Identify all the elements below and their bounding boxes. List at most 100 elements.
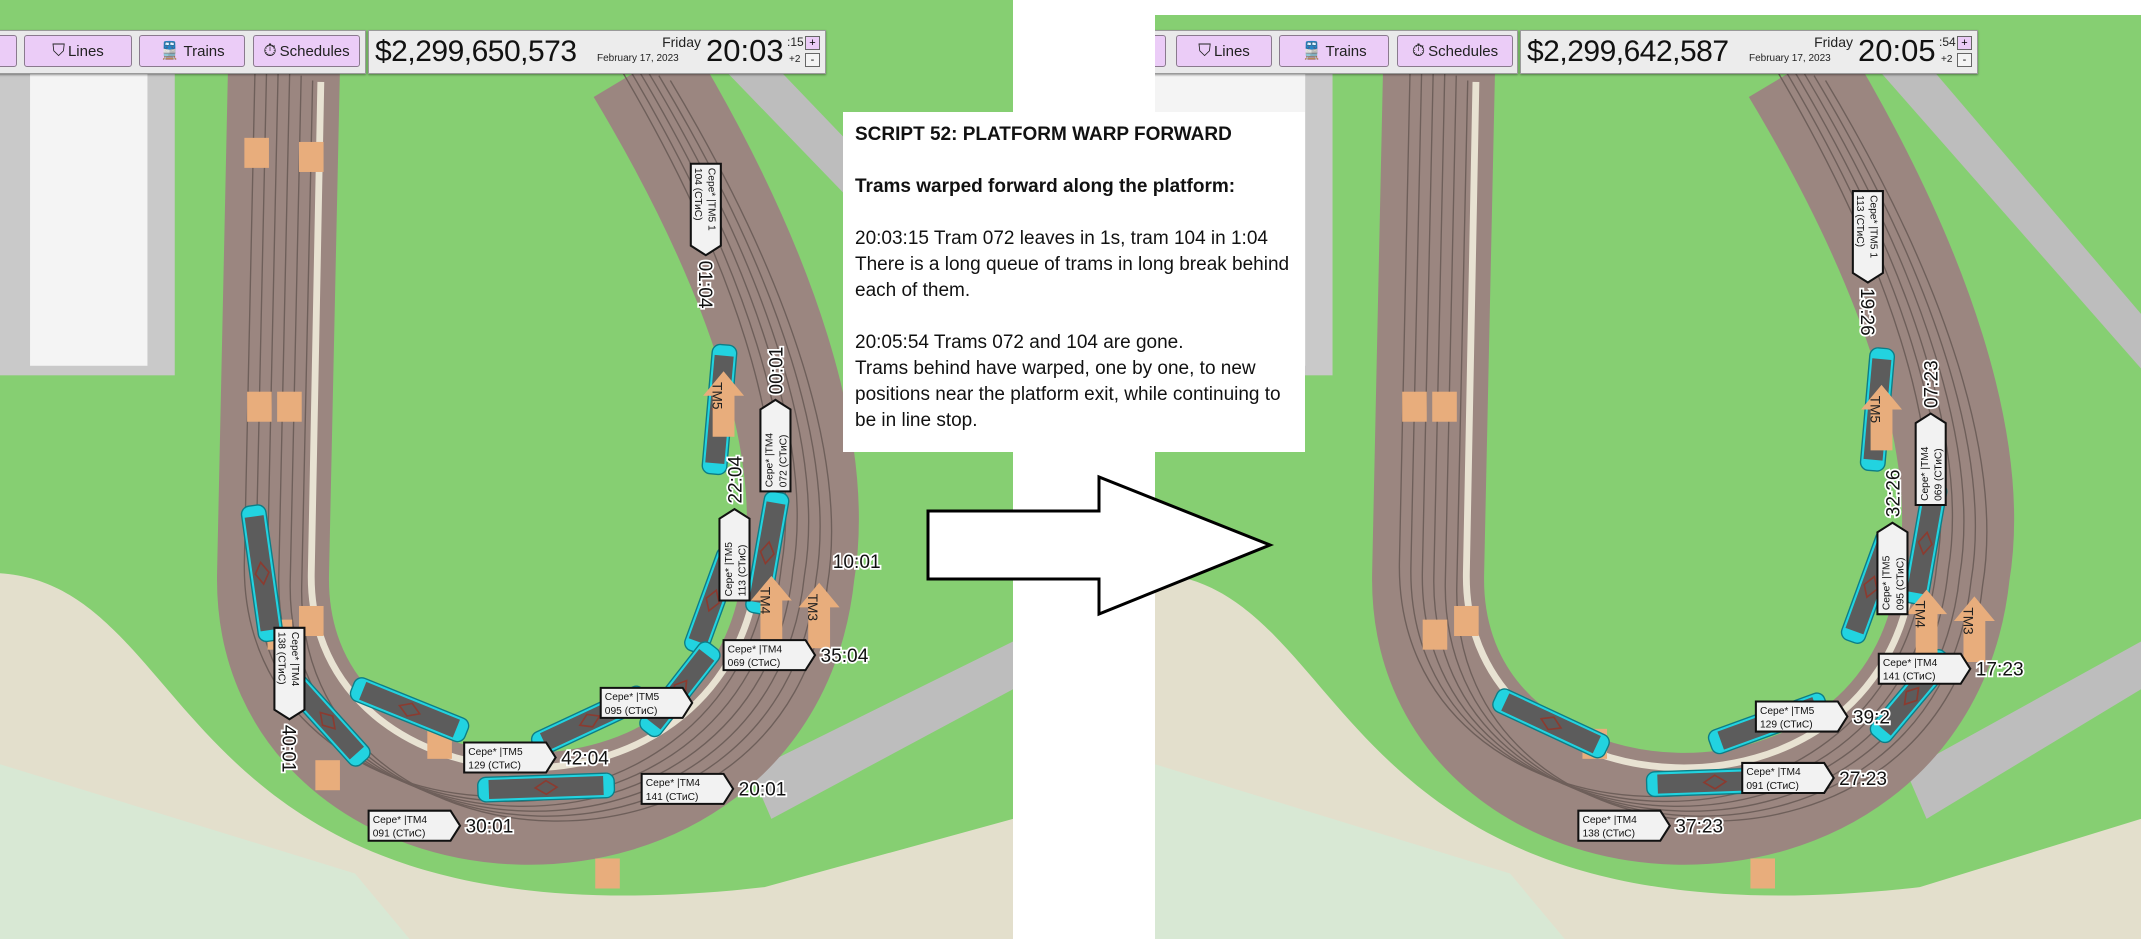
tag-line: Cepe* |TM4	[1920, 446, 1931, 501]
tram[interactable]	[348, 675, 471, 744]
speed-up-button[interactable]: +	[1957, 36, 1972, 50]
building-roof	[30, 68, 148, 366]
status-panel: $2,299,650,573 Friday February 17, 2023 …	[368, 30, 826, 74]
tag-line: 095 (СТиС)	[1895, 557, 1906, 610]
note-paragraph-1: 20:03:15 Tram 072 leaves in 1s, tram 104…	[855, 226, 1293, 304]
note-line: 20:05:54 Trams 072 and 104 are gone.	[855, 332, 1184, 353]
clock-time: 20:05	[1858, 33, 1936, 68]
stop-marker	[244, 137, 269, 168]
tag-line: 129 (СТиС)	[1760, 719, 1813, 730]
tag-line: Cepe* |TM5	[605, 692, 660, 703]
tag-line: Cepe* |TM5	[1882, 555, 1893, 610]
line-direction-arrow: TM4	[1906, 589, 1948, 656]
tram-timer: 40:01	[278, 725, 299, 773]
tram-timer: 37:23	[1675, 817, 1723, 838]
money-display: $2,299,650,573	[375, 35, 577, 68]
tram-tag[interactable]: Cepe* |TM5 129 (СТиС) 42:04	[463, 741, 611, 774]
rail	[301, 80, 833, 822]
tram-timer: 42:04	[561, 748, 609, 769]
line-label: TM5	[710, 382, 725, 410]
tag-line: Cepe* |TM5	[468, 747, 523, 758]
speed-down-button[interactable]: -	[1957, 53, 1972, 67]
schedules-label: Schedules	[1428, 42, 1499, 60]
tag-line: Cepe* |TM4	[765, 433, 776, 488]
toolbar-button-partial[interactable]	[0, 35, 17, 67]
toolbar: ⛉Lines 🚆Trains ⏱Schedules	[0, 30, 366, 74]
tag-line: 091 (СТиС)	[1746, 781, 1799, 792]
note-paragraph-2: 20:05:54 Trams 072 and 104 are gone. Tram…	[855, 330, 1293, 434]
tram-timer: 27:23	[1839, 769, 1887, 790]
tag-line: 069 (СТиС)	[1934, 448, 1945, 501]
speed-up-button[interactable]: +	[805, 36, 820, 50]
tag-line: Cepe* |TM4	[1883, 658, 1938, 669]
lines-button[interactable]: ⛉Lines	[1176, 35, 1272, 67]
tram-timer: 35:04	[821, 646, 869, 667]
line-label: TM3	[805, 594, 820, 621]
line-direction-arrow: TM4	[750, 575, 792, 642]
schedules-button[interactable]: ⏱Schedules	[253, 35, 360, 67]
tram-timer: 32:26	[1883, 469, 1904, 517]
tag-line: 129 (СТиС)	[468, 760, 521, 771]
stop-marker	[1432, 391, 1457, 422]
note-line: There is a long queue of trams in long b…	[855, 254, 1290, 301]
tram[interactable]	[282, 672, 373, 770]
tram-tag[interactable]: Cepe* |TM4 091 (СТиС) 27:23	[1741, 761, 1889, 794]
stop-marker	[1750, 858, 1776, 889]
date: February 17, 2023	[1749, 53, 1831, 64]
tag-line: 113 (СТиС)	[1854, 195, 1865, 247]
stop-marker	[1422, 619, 1448, 650]
line-label: TM4	[757, 587, 772, 615]
tram-timer: 22:04	[725, 455, 746, 503]
tram-timer: 07:23	[1922, 360, 1943, 408]
trains-button[interactable]: 🚆Trains	[1279, 35, 1389, 67]
date: February 17, 2023	[597, 53, 679, 64]
tag-line: Cepe* |TM4	[1582, 815, 1637, 826]
line-direction-arrow: TM5	[703, 371, 745, 437]
tag-line: Cepe* |TM5 1	[1868, 195, 1879, 258]
rail	[1456, 80, 1988, 822]
trains-button[interactable]: 🚆Trains	[139, 35, 245, 67]
tram-timer: 20:01	[739, 780, 787, 801]
tag-line: Cepe* |TM4	[1746, 767, 1801, 778]
line-direction-arrow: TM3	[798, 582, 840, 649]
toolbar-button-partial[interactable]	[1155, 35, 1166, 67]
stopwatch-icon: ⏱	[1411, 41, 1426, 60]
tag-line: Cepe* |TM5 1	[706, 168, 717, 231]
train-icon: 🚆	[159, 41, 181, 60]
lines-button[interactable]: ⛉Lines	[24, 35, 132, 67]
toolbar: ⛉Lines 🚆Trains ⏱Schedules	[1155, 30, 1518, 74]
road	[1906, 641, 2141, 819]
clock-time: 20:03	[706, 33, 784, 68]
tram[interactable]	[477, 772, 616, 803]
tag-line: 091 (СТиС)	[373, 829, 426, 840]
tram[interactable]	[1490, 686, 1612, 760]
tram-timer: 10:01	[833, 552, 881, 573]
speed-down-button[interactable]: -	[805, 53, 820, 67]
tram[interactable]	[240, 504, 284, 643]
clock-seconds: :15	[787, 35, 804, 49]
tram-timer: 00:01	[766, 347, 787, 395]
trains-label: Trains	[1325, 42, 1367, 60]
note-line: Trams behind have warped, one by one, to…	[855, 358, 1281, 431]
stop-marker	[277, 391, 302, 422]
line-direction-arrow: TM5	[1861, 384, 1903, 451]
schedules-button[interactable]: ⏱Schedules	[1397, 35, 1513, 67]
lines-icon: ⛉	[52, 41, 65, 60]
tag-line: 069 (СТиС)	[728, 658, 781, 669]
